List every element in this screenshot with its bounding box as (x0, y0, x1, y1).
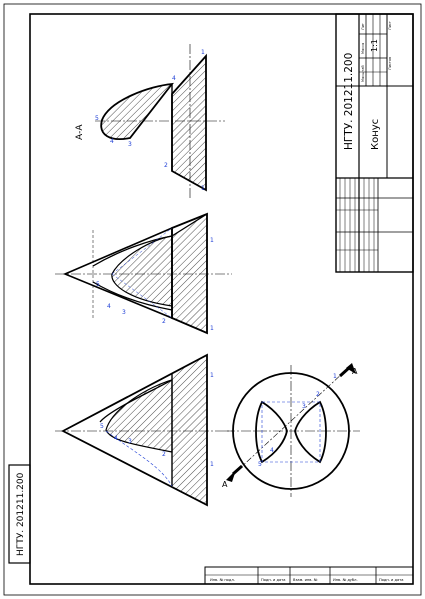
side-pt-4: 4 (107, 303, 111, 310)
front-hatched-region (172, 355, 207, 505)
title-name: Конус (370, 119, 381, 150)
title-col-mass: Масса (361, 43, 365, 54)
section-pt-4b: 4 (172, 75, 176, 82)
top-view: А А 1 2 3 4 5 (222, 363, 360, 497)
side-stamp: НГТУ. 201211.200 (8, 464, 31, 564)
front-pt-1b: 1 (210, 461, 214, 468)
title-designation: НГТУ. 201211.200 (343, 53, 355, 150)
section-pt-4: 4 (110, 138, 114, 145)
section-pt-1b: 1 (201, 185, 205, 192)
side-hatched-region (111, 212, 208, 334)
side-pt-1: 1 (210, 237, 214, 244)
side-pt-5: 5 (96, 281, 100, 288)
side-pt-3: 3 (122, 309, 126, 316)
top-pt-3: 3 (302, 403, 306, 410)
section-pt-1: 1 (201, 49, 205, 56)
section-ellipse-segment (100, 82, 174, 140)
cut-label-bottom: А (222, 480, 228, 489)
title-block: НГТУ. 201211.200 Конус 1:1 Лит Масса Мас… (335, 13, 414, 273)
title-col-scale: Масштаб (361, 65, 365, 82)
strip-cell-1: Инв. № подл. (210, 578, 235, 582)
front-pt-3: 3 (128, 438, 132, 445)
section-pt-3: 3 (128, 141, 132, 148)
front-pt-4: 4 (114, 435, 118, 442)
section-pt-2: 2 (164, 162, 168, 169)
bottom-strip: Инв. № подл. Подп. и дата Взам. инв. № И… (204, 566, 414, 585)
cut-plane-line[interactable] (237, 371, 345, 471)
strip-cell-5: Подп. и дата (379, 578, 403, 582)
title-sheets-label: Листов (388, 57, 392, 70)
side-pt-2: 2 (162, 318, 166, 325)
side-stamp-designation: НГТУ. 201211.200 (16, 472, 26, 556)
strip-cell-4: Инв. № дубл. (333, 578, 358, 582)
front-hatched-curve (105, 379, 173, 453)
title-scale: 1:1 (370, 39, 379, 52)
top-pt-4: 4 (270, 447, 274, 454)
strip-cell-3: Взам. инв. № (293, 578, 318, 582)
front-pt-5: 5 (100, 423, 104, 430)
top-left-lens (255, 400, 288, 464)
front-pt-2: 2 (162, 451, 166, 458)
section-pt-5: 5 (95, 115, 99, 122)
strip-cell-2: Подп. и дата (261, 578, 285, 582)
top-pt-1: 1 (333, 373, 337, 380)
front-pt-1: 1 (210, 372, 214, 379)
top-pt-5: 5 (258, 461, 262, 468)
section-view: А-А 1 2 3 4 5 1 4 (75, 44, 225, 200)
section-trapezoid (171, 53, 207, 192)
section-label: А-А (75, 124, 85, 140)
side-view: 1 2 3 4 5 1 (55, 212, 232, 335)
title-sheet-label: Лист (388, 21, 392, 30)
title-col-lit: Лит (361, 23, 365, 30)
top-right-lens (294, 400, 327, 464)
cut-label-top: А (352, 367, 358, 376)
inner-frame (29, 13, 414, 585)
front-view: 1 2 3 4 5 1 (55, 353, 232, 507)
side-pt-1b: 1 (210, 325, 214, 332)
top-pt-2: 2 (316, 391, 320, 398)
outer-frame (3, 3, 422, 596)
